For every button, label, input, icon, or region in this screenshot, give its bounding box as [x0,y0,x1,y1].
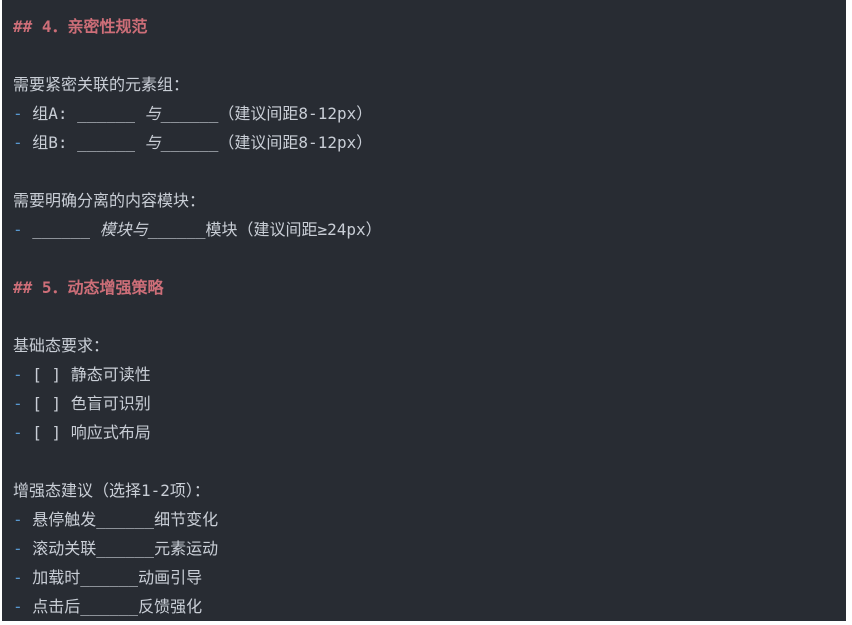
list-bullet: - [13,394,33,413]
list-item: - 点击后______反馈强化 [13,592,836,621]
list-bullet: - [13,220,33,239]
line-text: 悬停触发______细节变化 [32,510,219,529]
line-text: ______（建议间距8-12px） [160,104,373,123]
line-text: 增强态建议（选择1-2项）： [13,481,210,500]
list-item: - 悬停触发______细节变化 [13,505,836,534]
list-bullet: - [13,423,33,442]
heading-text: ## 5．动态增强策略 [13,278,164,297]
emphasis-text: 与 [144,104,161,123]
heading-line: ## 4．亲密性规范 [13,12,836,41]
line-text: 滚动关联______元素运动 [32,539,219,558]
list-bullet: - [13,539,33,558]
line-text: 组A: ______ [32,104,145,123]
blank-line [13,41,836,70]
list-bullet: - [13,597,33,616]
line-text: [ ] 色盲可识别 [32,394,151,413]
list-item: - 组B: ______ 与______（建议间距8-12px） [13,128,836,157]
heading-text: ## 4．亲密性规范 [13,17,148,36]
list-bullet: - [13,568,33,587]
list-bullet: - [13,510,33,529]
list-bullet: - [13,133,33,152]
blank-line [13,244,836,273]
list-item: - 滚动关联______元素运动 [13,534,836,563]
list-bullet: - [13,104,33,123]
list-item: - [ ] 静态可读性 [13,360,836,389]
list-item: - [ ] 色盲可识别 [13,389,836,418]
line-text: 加载时______动画引导 [32,568,203,587]
blank-line [13,157,836,186]
line-text: [ ] 响应式布局 [32,423,151,442]
list-bullet: - [13,365,33,384]
paragraph-line: 增强态建议（选择1-2项）： [13,476,836,505]
line-text: ______ [32,220,100,239]
paragraph-line: 需要明确分离的内容模块： [13,186,836,215]
list-item: - 组A: ______ 与______（建议间距8-12px） [13,99,836,128]
line-text: ______模块（建议间距≥24px） [147,220,382,239]
paragraph-line: 需要紧密关联的元素组： [13,70,836,99]
emphasis-text: 与 [144,133,161,152]
list-item: - ______ 模块与______模块（建议间距≥24px） [13,215,836,244]
blank-line [13,447,836,476]
line-text: 需要明确分离的内容模块： [13,191,206,210]
list-item: - 加载时______动画引导 [13,563,836,592]
emphasis-text: 模块与 [99,220,148,239]
line-text: 点击后______反馈强化 [32,597,203,616]
line-text: 组B: ______ [32,133,145,152]
line-text: ______（建议间距8-12px） [160,133,373,152]
line-text: 基础态要求： [13,336,110,355]
paragraph-line: 基础态要求： [13,331,836,360]
line-text: 需要紧密关联的元素组： [13,75,190,94]
heading-line: ## 5．动态增强策略 [13,273,836,302]
list-item: - [ ] 响应式布局 [13,418,836,447]
blank-line [13,302,836,331]
line-text: [ ] 静态可读性 [32,365,151,384]
